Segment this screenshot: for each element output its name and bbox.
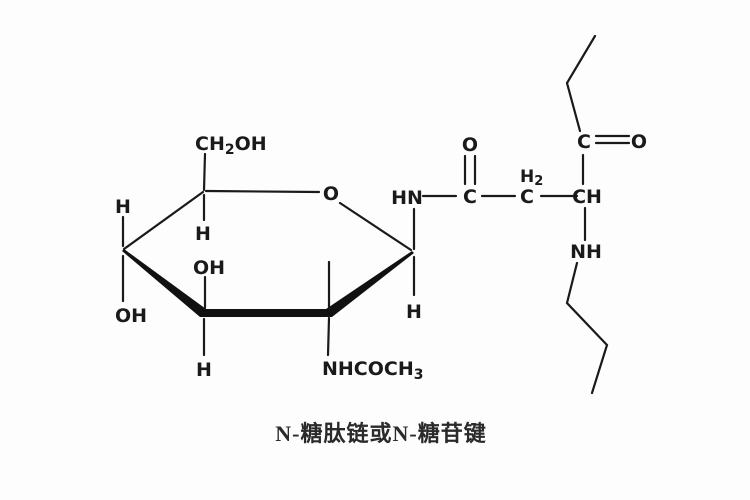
oh-label-c3: OH (193, 257, 225, 279)
wedge-bond (326, 251, 414, 317)
nhcoch3-label: NHCOCH3 (322, 358, 424, 383)
carbonyl-o-label: O (462, 134, 478, 156)
ethyl-zigzag-bond (565, 34, 597, 133)
wedge-bond (200, 309, 332, 317)
ester-c-label: C (577, 131, 591, 153)
h-label-c3: H (196, 359, 212, 381)
amine-nh-label: NH (570, 241, 602, 263)
bond (338, 201, 413, 252)
bond (204, 189, 321, 194)
h2-label: H2 (520, 167, 543, 189)
bond (326, 316, 331, 357)
h-label-c1: H (406, 301, 422, 323)
propyl-zigzag-bond (565, 261, 609, 395)
oh-label-c4: OH (115, 305, 147, 327)
alpha-ch-label: CH (572, 186, 602, 208)
ch2oh-label: CH2OH (195, 133, 267, 158)
asparagine-chain: HN C O H2 C CH C O NH (391, 34, 647, 395)
carbonyl-c-label: C (463, 186, 477, 208)
bond (122, 190, 205, 251)
figure-caption: N-糖肽链或N-糖苷键 (275, 421, 486, 446)
methylene-c-label: C (520, 186, 534, 208)
bond (202, 152, 207, 192)
pyranose-ring: CH2OH O H H OH OH H NHCOCH3 H (115, 133, 424, 383)
wedge-bond (122, 249, 206, 317)
h-label-c4: H (115, 196, 131, 218)
h-label-c5: H (195, 223, 211, 245)
ester-o-label: O (631, 131, 647, 153)
hn-label: HN (391, 187, 423, 209)
ring-oxygen-label: O (323, 183, 339, 205)
